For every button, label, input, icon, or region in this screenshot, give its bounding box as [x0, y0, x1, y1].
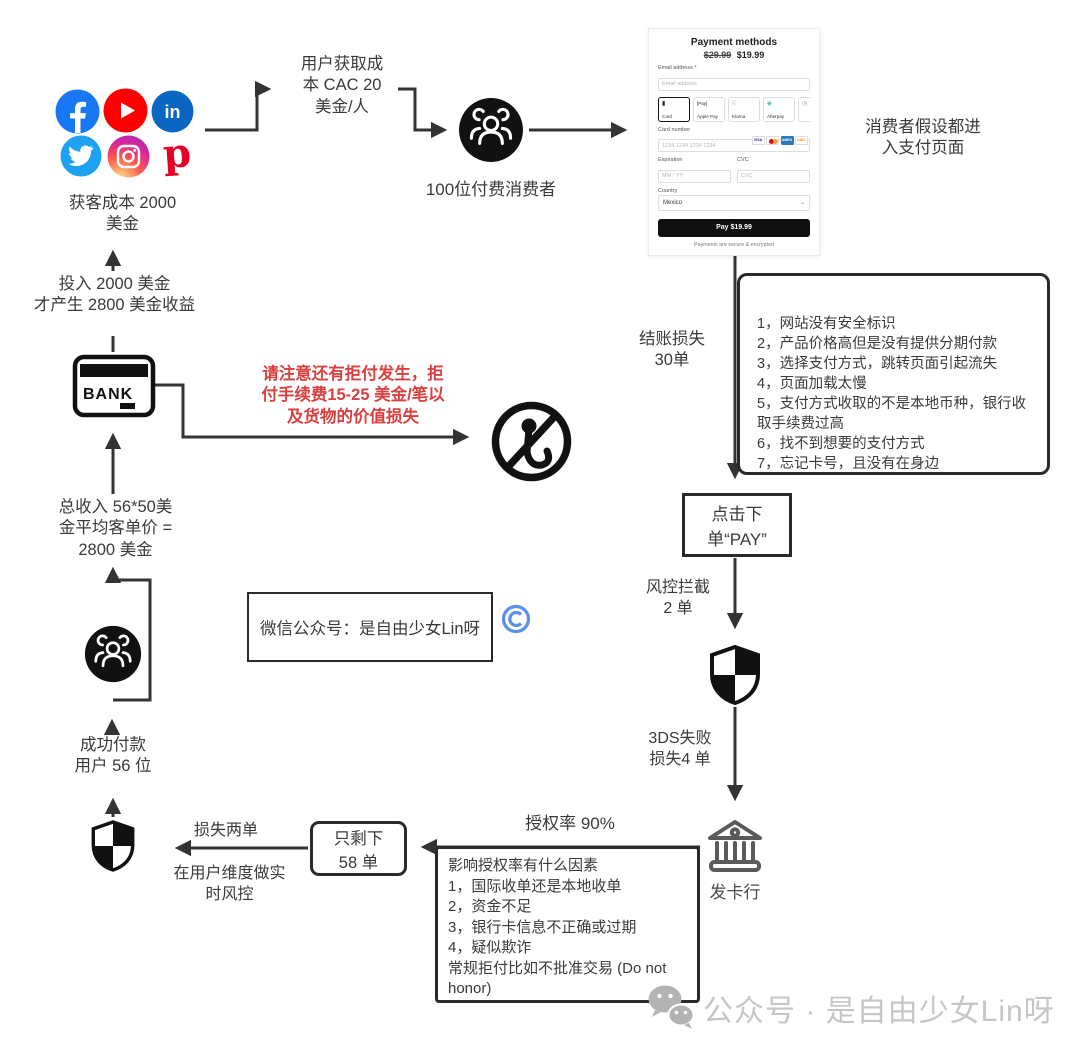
email-field[interactable]	[658, 77, 810, 91]
visa-icon: VISA	[751, 135, 765, 145]
risk-block-label: 风控拦截 2 单	[645, 579, 710, 617]
wechat-icon	[648, 985, 695, 1029]
issuing-bank-icon	[708, 820, 762, 872]
checkout-issue: 6，找不到想要的支付方式	[757, 436, 925, 452]
apple-pay-icon: [Pay]	[697, 100, 708, 106]
issuer-label: 发卡行	[709, 883, 761, 902]
auth-factor: 3，银行卡信息不正确或过期	[448, 918, 637, 936]
investment-note: 投入 2000 美金 才产生 2800 美金收益	[33, 275, 196, 315]
afterpay-icon: ◆	[767, 100, 772, 107]
checkout-issues-box: 1，网站没有安全标识 2，产品价格高但是没有提供分期付款 3，选择支付方式，跳转…	[737, 273, 1050, 475]
checkout-issue: 3，选择支付方式，跳转页面引起流失	[757, 356, 998, 372]
revenue-note: 总收入 56*50美 金平均客单价 = 2800 美金	[58, 498, 173, 559]
clock-icon: ◷	[802, 100, 808, 107]
mastercard-icon	[766, 135, 779, 145]
tab-apple-pay[interactable]: [Pay] Apple Pay	[693, 96, 725, 122]
country-select[interactable]: Mexico ⌄	[658, 194, 810, 211]
remaining-orders-box: 只剩下 58 单	[310, 821, 407, 876]
payment-form-title: Payment methods	[690, 37, 778, 48]
svg-text:BANK: BANK	[83, 386, 133, 403]
tab-more-partial[interactable]: ◷	[798, 96, 810, 122]
cvc-label: CVC	[737, 157, 749, 163]
auth-factors-title: 影响授权率有什么因素	[448, 857, 599, 874]
auth-rate-label: 授权率 90%	[525, 814, 615, 833]
amex-icon: AMEX	[780, 135, 794, 145]
auth-factor: 4，疑似欺诈	[448, 939, 532, 957]
country-label: Country	[658, 187, 678, 194]
chargeback-warning: 请注意还有拒付发生，拒 付手续费15-25 美金/笔以 及货物的价值损失	[261, 365, 445, 426]
payment-method-tabs: ▮ Card [Pay] Apple Pay K. Klarna ◆ After…	[658, 96, 810, 122]
loss-two-label: 损失两单	[193, 822, 258, 839]
user-risk-label: 在用户维度做实 时风控	[173, 865, 286, 903]
pinterest-icon: p	[161, 128, 193, 178]
klarna-icon: K.	[732, 100, 738, 107]
card-icon: ▮	[662, 100, 666, 107]
auth-factor: 1，国际收单还是本地收单	[448, 877, 622, 895]
facebook-icon	[55, 89, 100, 134]
tab-afterpay[interactable]: ◆ Afterpay	[763, 96, 795, 122]
consumers-label: 100位付费消费者	[425, 180, 557, 199]
checkout-issue: 4，页面加载太慢	[757, 376, 867, 392]
auth-factors-footer: 常规拒付比如不批准交易 (Do not honor)	[448, 959, 667, 998]
card-number-label: Card number	[658, 126, 691, 133]
pay-button[interactable]: Pay $19.99	[658, 218, 810, 237]
chevron-down-icon: ⌄	[799, 200, 805, 206]
expiration-label: Expiration	[658, 157, 683, 163]
linkedin-icon: in	[151, 90, 194, 133]
bank-card-icon: BANK	[72, 354, 156, 418]
checkout-issue: 5，支付方式收取的不是本地币种，银行收取手续费过高	[757, 396, 1027, 432]
tab-klarna[interactable]: K. Klarna	[728, 96, 760, 122]
twitter-icon	[60, 135, 102, 177]
svg-text:in: in	[165, 102, 181, 122]
checkout-issue: 2，产品价格高但是没有提供分期付款	[757, 336, 998, 352]
watermark-text: 公众号 · 是自由少女Lin呀	[703, 995, 1055, 1028]
secure-note: Payments are secure & encrypted	[694, 241, 774, 248]
checkout-issue: 7，忘记卡号，且没有在身边	[757, 456, 940, 472]
success-paid-label: 成功付款 用户 56 位	[74, 736, 152, 776]
tab-card[interactable]: ▮ Card	[658, 96, 690, 122]
checkout-issue: 1，网站没有安全标识	[757, 316, 896, 332]
copyright-icon	[501, 604, 531, 634]
price-current: $19.99	[736, 50, 765, 60]
click-pay-box: 点击下 单“PAY”	[682, 493, 792, 557]
email-label: Email address *	[658, 65, 697, 71]
instagram-icon	[107, 135, 150, 178]
consumers-icon	[459, 98, 523, 162]
discover-icon: DISC	[795, 135, 808, 145]
payment-page-note: 消费者假设都进 入支付页面	[865, 118, 981, 158]
auth-factor: 2，资金不足	[448, 898, 532, 916]
cvc-field[interactable]	[737, 169, 810, 183]
youtube-icon	[103, 88, 148, 133]
risk-shield-icon-right	[710, 644, 760, 706]
expiration-field[interactable]	[658, 169, 731, 183]
risk-shield-icon-left	[91, 820, 135, 872]
acquisition-cost-label: 获客成本 2000 美金	[68, 194, 177, 234]
auth-factors-box: 影响授权率有什么因素 1，国际收单还是本地收单 2，资金不足 3，银行卡信息不正…	[435, 846, 700, 1003]
price-original: $29.99	[703, 50, 732, 60]
card-brand-chips: VISA AMEX DISC	[751, 135, 808, 145]
cac-note: 用户获取成 本 CAC 20 美金/人	[300, 55, 384, 116]
wechat-account-box: 微信公众号：是自由少女Lin呀	[247, 592, 493, 662]
payment-form: Payment methods $29.99 $19.99 Email addr…	[648, 28, 820, 256]
price-line: $29.99 $19.99	[658, 50, 810, 60]
chargeback-prohibited-icon	[491, 401, 572, 482]
threeds-fail-label: 3DS失败 损失4 单	[648, 730, 712, 768]
checkout-loss-label: 结账损失 30单	[639, 330, 705, 370]
paid-users-icon	[84, 625, 142, 683]
